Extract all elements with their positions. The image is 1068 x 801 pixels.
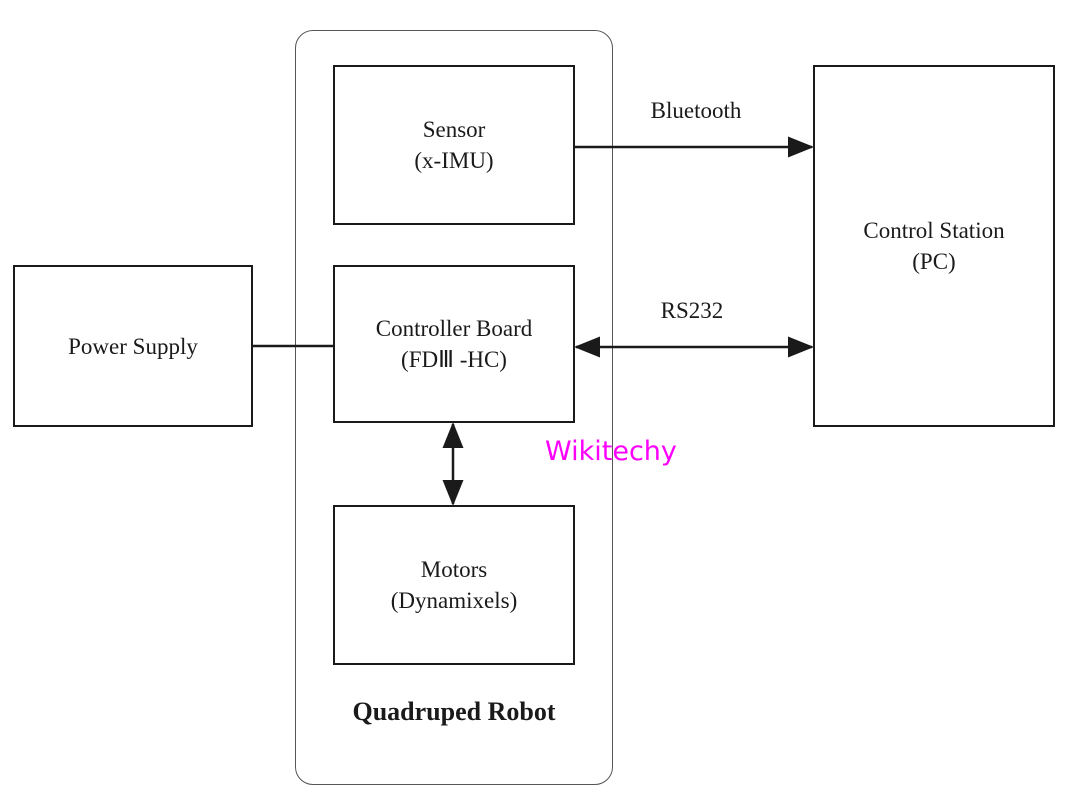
node-subtitle: (PC): [912, 249, 956, 274]
node-subtitle: (FDⅢ -HC): [401, 347, 507, 372]
node-title: Motors: [420, 557, 488, 582]
rs232-label: RS232: [660, 298, 724, 323]
node-control-station: Control Station (PC): [813, 65, 1055, 427]
node-subtitle: (x-IMU): [414, 148, 494, 173]
node-title: Control Station: [863, 218, 1005, 243]
quadruped-robot-group: [295, 30, 613, 785]
node-subtitle: (Dynamixels): [390, 588, 518, 613]
quadruped-robot-caption: Quadruped Robot: [352, 697, 556, 726]
node-title: Power Supply: [68, 333, 198, 359]
node-motors: Motors (Dynamixels): [333, 505, 575, 665]
wikitechy-watermark: Wikitechy: [545, 436, 677, 467]
node-power-supply: Power Supply: [13, 265, 253, 427]
node-title: Controller Board: [375, 316, 533, 341]
node-controller-board: Controller Board (FDⅢ -HC): [333, 265, 575, 423]
node-title: Sensor: [422, 117, 486, 142]
bluetooth-label: Bluetooth: [650, 98, 742, 123]
node-sensor: Sensor (x-IMU): [333, 65, 575, 225]
